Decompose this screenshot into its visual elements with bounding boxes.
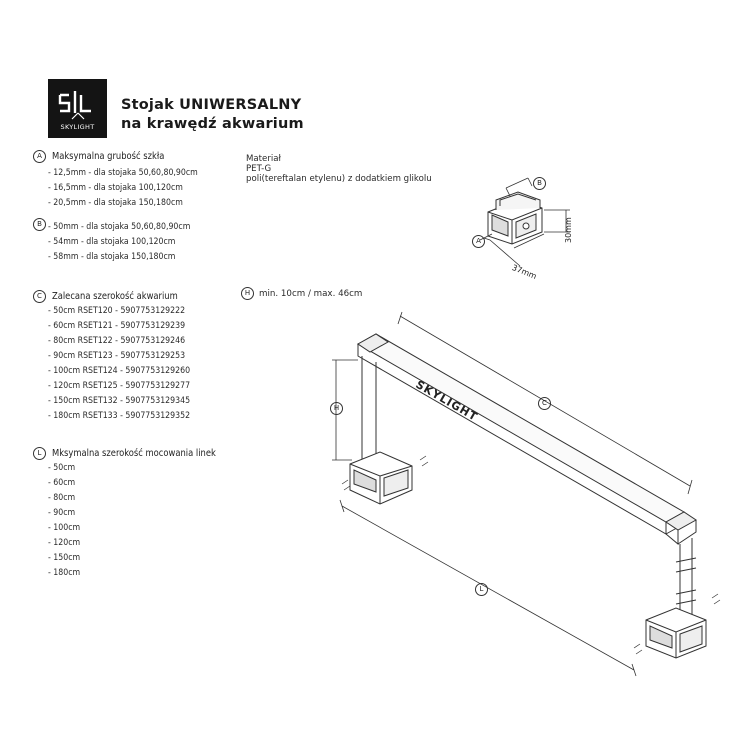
logo-mark-icon [58,91,91,120]
title-line-1: Stojak UNIWERSALNY [121,97,302,113]
badge-h: H [241,287,254,300]
stand-badge-h: H [330,402,343,415]
section-b-list: - 50mm - dla stojaka 50,60,80,90cm - 54m… [48,220,190,265]
list-item: - 180cm RSET133 - 5907753129352 [48,411,191,421]
list-item: - 120cm RSET125 - 5907753129277 [48,381,191,391]
list-item: - 80cm [48,493,76,503]
list-item: - 60cm [48,478,76,488]
list-item: - 60cm RSET121 - 5907753129239 [48,321,186,331]
list-item: - 180cm [48,568,81,578]
badge-c: C [33,290,46,303]
list-item: - 50cm [48,463,76,473]
stand-badge-c: C [538,397,551,410]
section-a-heading: Maksymalna grubość szkła [52,151,165,162]
material-info: Materiał PET-G poli(tereftalan etylenu) … [246,154,432,184]
list-item: - 54mm - dla stojaka 100,120cm [48,237,176,247]
height-note-text: min. 10cm / max. 46cm [259,289,363,299]
brand-logo: SKYLIGHT [48,79,107,138]
title-line-2: na krawędź akwarium [121,116,304,132]
material-description: poli(tereftalan etylenu) z dodatkiem gli… [246,174,432,184]
list-item: - 150cm [48,553,81,563]
list-item: - 150cm RSET132 - 5907753129345 [48,396,191,406]
list-item: - 90cm [48,508,76,518]
list-item: - 50mm - dla stojaka 50,60,80,90cm [48,222,191,232]
bracket-badge-b: B [533,177,546,190]
badge-a: A [33,150,46,163]
page-title: Stojak UNIWERSALNY na krawędź akwarium [121,96,304,134]
list-item: - 50cm RSET120 - 5907753129222 [48,306,186,316]
section-l-heading: Mksymalna szerokość mocowania linek [52,448,216,459]
list-item: - 100cm [48,523,81,533]
section-a-list: - 12,5mm - dla stojaka 50,60,80,90cm - 1… [48,166,198,211]
brand-name: SKYLIGHT [60,123,95,131]
stand-drawing [332,311,721,677]
list-item: - 100cm RSET124 - 5907753129260 [48,366,191,376]
list-item: - 16,5mm - dla stojaka 100,120cm [48,183,183,193]
badge-l: L [33,447,46,460]
section-l-list: - 50cm - 60cm - 80cm - 90cm - 100cm - 12… [48,461,80,581]
section-c-heading: Zalecana szerokość akwarium [52,291,178,302]
list-item: - 20,5mm - dla stojaka 150,180cm [48,198,183,208]
badge-b: B [33,218,46,231]
list-item: - 12,5mm - dla stojaka 50,60,80,90cm [48,168,198,178]
bracket-height-label: 30mm [564,217,573,243]
stand-badge-l: L [475,583,488,596]
bracket-dimension-drawing [479,177,570,267]
bracket-badge-a: A [472,235,485,248]
section-c-list: - 50cm RSET120 - 5907753129222 - 60cm RS… [48,304,190,424]
list-item: - 80cm RSET122 - 5907753129246 [48,336,186,346]
list-item: - 58mm - dla stojaka 150,180cm [48,252,176,262]
material-label: Materiał [246,154,281,164]
list-item: - 90cm RSET123 - 5907753129253 [48,351,186,361]
list-item: - 120cm [48,538,81,548]
material-type: PET-G [246,164,272,174]
